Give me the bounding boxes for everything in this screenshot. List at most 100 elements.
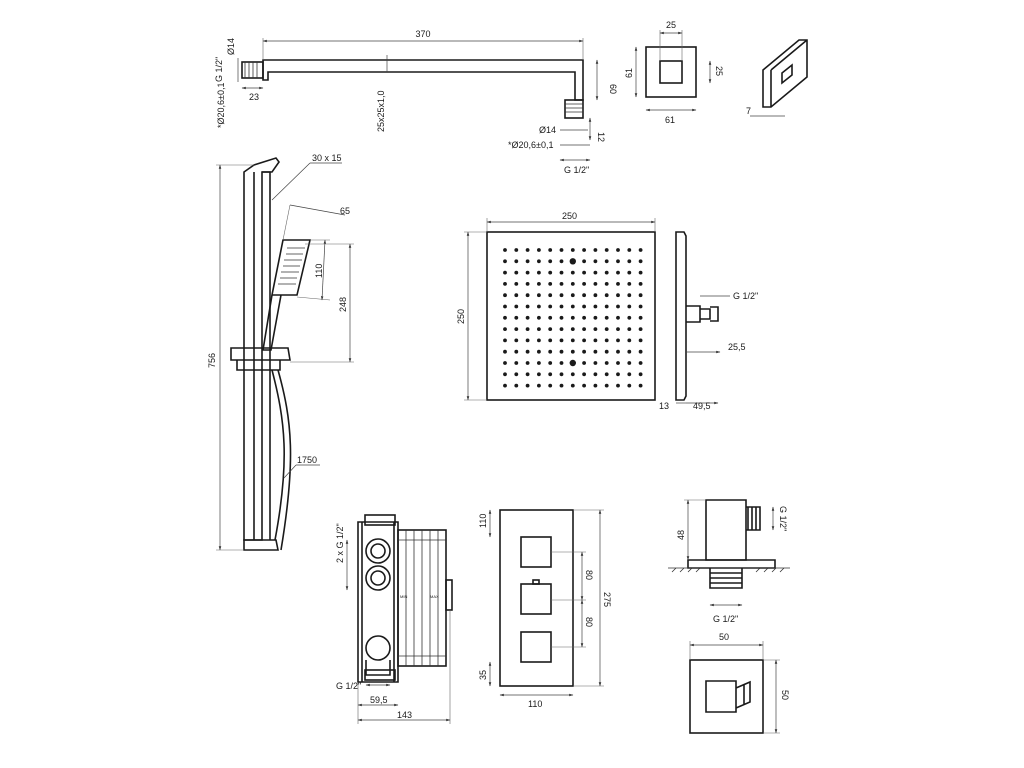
wall-outlet-view: 48 G 1/2" G 1/2" 50 50	[668, 499, 790, 734]
head-nozzle	[616, 304, 620, 309]
head-nozzle	[627, 361, 632, 365]
rail-height-label: 756	[207, 353, 217, 368]
arm-profile-label: 25x25x1,0	[376, 90, 386, 132]
head-nozzle	[616, 383, 620, 388]
head-nozzle	[503, 327, 507, 331]
head-nozzle	[582, 282, 586, 286]
head-nozzle	[559, 282, 564, 286]
head-nozzle	[582, 361, 586, 365]
arm-diam-label: Ø14	[226, 38, 236, 55]
rail-bar	[253, 171, 271, 540]
head-nozzle	[638, 248, 643, 252]
handset-h-label: 110	[314, 264, 324, 278]
head-nozzle	[525, 248, 530, 252]
head-nozzle	[537, 383, 541, 388]
head-nozzle	[514, 270, 519, 275]
head-nozzle	[525, 361, 530, 365]
flange-front	[645, 46, 697, 98]
wall-flange-view: 25 25 61 61 7	[624, 20, 808, 125]
arm-tip-label: 12	[596, 132, 606, 142]
outlet-thread-side-label: G 1/2"	[778, 506, 788, 531]
valve-frame	[357, 521, 399, 683]
arm-thread-stub	[241, 61, 264, 79]
head-nozzle	[616, 327, 620, 331]
head-nozzle	[548, 282, 553, 286]
head-nozzle	[537, 327, 541, 331]
head-nozzle	[627, 338, 632, 343]
head-nozzle	[570, 270, 575, 275]
head-nozzle	[525, 327, 530, 331]
head-nozzle	[537, 248, 541, 252]
head-nozzle	[604, 248, 609, 252]
head-nozzle	[514, 282, 519, 286]
rail-section-label: 30 x 15	[312, 153, 342, 163]
head-nozzle	[559, 248, 564, 252]
head-nozzle	[627, 349, 632, 354]
plate-width-label: 110	[528, 699, 542, 709]
head-nozzle	[627, 259, 632, 264]
head-nozzle	[638, 315, 643, 320]
head-nozzle	[537, 304, 541, 309]
head-nozzle	[604, 327, 609, 331]
head-nozzle-label: 25,5	[728, 342, 746, 352]
head-nozzle	[503, 282, 507, 286]
head-nozzle	[627, 383, 632, 388]
head-nozzle	[604, 338, 609, 343]
head-nozzle	[525, 282, 530, 286]
outlet-thread-bottom-label: G 1/2"	[713, 614, 738, 624]
head-nozzle	[604, 282, 609, 286]
head-nozzle	[604, 270, 609, 275]
head-nozzle	[525, 338, 530, 343]
head-nozzle	[503, 315, 507, 320]
head-nozzle	[616, 372, 620, 377]
plate-gap2-label: 80	[584, 617, 594, 627]
head-nozzle	[503, 293, 507, 298]
head-nozzle	[570, 327, 575, 331]
head-nozzle	[559, 327, 564, 331]
head-nozzle	[638, 327, 643, 331]
head-nozzle	[627, 304, 632, 309]
arm-outer-label: *Ø20,6±0,1	[216, 83, 226, 128]
head-nozzle	[559, 338, 564, 343]
head-nozzle	[548, 259, 553, 264]
arm-thread2-label: G 1/2"	[564, 165, 589, 175]
arm-drop-label: 60	[608, 84, 618, 94]
head-nozzle	[514, 349, 519, 354]
head-nozzle	[593, 349, 598, 354]
head-nozzle	[638, 282, 643, 286]
head-nozzle	[593, 270, 598, 275]
flange-inner-w-label: 25	[666, 20, 676, 30]
head-nozzle	[514, 338, 519, 343]
head-nozzle	[616, 361, 620, 365]
outlet-depth-label: 50	[780, 690, 790, 700]
flange-iso	[762, 39, 808, 108]
head-nozzle	[548, 372, 553, 377]
outlet-body	[705, 499, 747, 561]
plate-handle-3	[520, 631, 552, 663]
head-nozzle	[525, 349, 530, 354]
head-nozzle	[514, 259, 519, 264]
head-nozzle-large	[569, 359, 576, 367]
head-nozzle	[548, 349, 553, 354]
head-nozzle	[537, 338, 541, 343]
head-side	[675, 231, 687, 401]
outlet-height-label: 48	[676, 530, 686, 540]
head-nozzle	[593, 315, 598, 320]
head-nozzle	[616, 282, 620, 286]
head-nozzle	[548, 315, 553, 320]
valve-bottom-port-label: G 1/2"	[336, 681, 361, 691]
handset	[262, 239, 312, 351]
head-nozzle	[548, 338, 553, 343]
head-nozzle	[514, 372, 519, 377]
flange-thick-label: 7	[746, 106, 751, 116]
head-nozzle	[537, 349, 541, 354]
head-nozzle	[604, 383, 609, 388]
head-nozzle	[593, 282, 598, 286]
head-nozzle	[627, 372, 632, 377]
head-height-label: 250	[456, 309, 466, 324]
head-nozzle	[638, 372, 643, 377]
head-nozzle	[525, 293, 530, 298]
arm-length-label: 370	[415, 29, 430, 39]
head-nozzle	[514, 248, 519, 252]
head-nozzle	[525, 372, 530, 377]
